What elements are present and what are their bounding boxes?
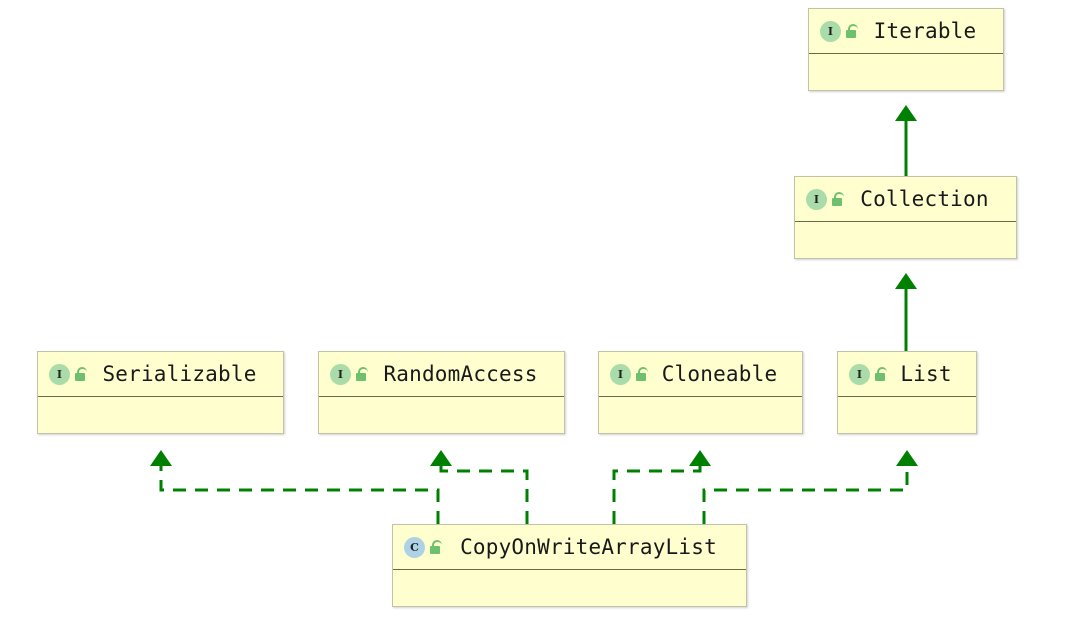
node-header: I Serializable: [38, 352, 283, 397]
unlocked-padlock-icon: [635, 366, 649, 382]
edge-line: [612, 466, 702, 524]
uml-node-copyonwritearraylist[interactable]: C CopyOnWriteArrayList: [392, 524, 747, 607]
interface-marker-icon: I: [610, 363, 631, 385]
edge-arrowhead-filled-triangle: [430, 450, 452, 466]
node-title: Cloneable: [661, 362, 778, 386]
node-header: I Collection: [795, 177, 1016, 222]
unlocked-padlock-icon: [355, 366, 369, 382]
edge-line: [439, 466, 529, 524]
uml-node-serializable[interactable]: I Serializable: [37, 351, 284, 434]
unlocked-padlock-icon: [874, 366, 888, 382]
node-header: C CopyOnWriteArrayList: [393, 525, 746, 570]
node-header: I Iterable: [809, 9, 1003, 54]
edge-list-extends-collection: [895, 273, 917, 351]
node-title: Iterable: [873, 19, 977, 43]
edge-arrowhead-filled-triangle: [896, 450, 918, 466]
node-header: I List: [838, 352, 976, 397]
edge-cowal-implements-cloneable: [612, 450, 711, 524]
node-members-compartment: [599, 397, 802, 435]
uml-node-cloneable[interactable]: I Cloneable: [598, 351, 803, 434]
unlocked-padlock-icon: [831, 191, 845, 207]
node-header: I RandomAccess: [319, 352, 564, 397]
edge-cowal-implements-serializable: [150, 450, 440, 524]
edge-line: [159, 466, 440, 524]
interface-marker-icon: I: [49, 363, 70, 385]
node-members-compartment: [809, 54, 1003, 92]
unlocked-padlock-icon: [429, 539, 443, 555]
edge-arrowhead-filled-triangle: [895, 105, 917, 121]
uml-node-list[interactable]: I List: [837, 351, 977, 434]
node-title: CopyOnWriteArrayList: [460, 535, 717, 559]
node-header: I Cloneable: [599, 352, 802, 397]
node-members-compartment: [795, 222, 1016, 260]
uml-node-iterable[interactable]: I Iterable: [808, 8, 1004, 91]
unlocked-padlock-icon: [845, 23, 859, 39]
edge-collection-extends-iterable: [895, 105, 917, 176]
edge-cowal-implements-randomaccess: [430, 450, 529, 524]
interface-marker-icon: I: [330, 363, 351, 385]
edge-arrowhead-filled-triangle: [689, 450, 711, 466]
interface-marker-icon: I: [849, 363, 870, 385]
class-marker-icon: C: [404, 536, 425, 558]
node-members-compartment: [38, 397, 283, 435]
node-title: List: [900, 362, 952, 386]
uml-node-randomaccess[interactable]: I RandomAccess: [318, 351, 565, 434]
edge-line: [702, 466, 909, 524]
unlocked-padlock-icon: [74, 366, 88, 382]
node-members-compartment: [393, 570, 746, 608]
edge-arrowhead-filled-triangle: [895, 273, 917, 289]
node-members-compartment: [838, 397, 976, 435]
uml-node-collection[interactable]: I Collection: [794, 176, 1017, 259]
edge-arrowhead-filled-triangle: [150, 450, 172, 466]
node-title: RandomAccess: [383, 362, 538, 386]
node-members-compartment: [319, 397, 564, 435]
edge-cowal-implements-list: [702, 450, 918, 524]
interface-marker-icon: I: [820, 20, 841, 42]
node-title: Serializable: [102, 362, 257, 386]
interface-marker-icon: I: [806, 188, 827, 210]
node-title: Collection: [860, 187, 989, 211]
